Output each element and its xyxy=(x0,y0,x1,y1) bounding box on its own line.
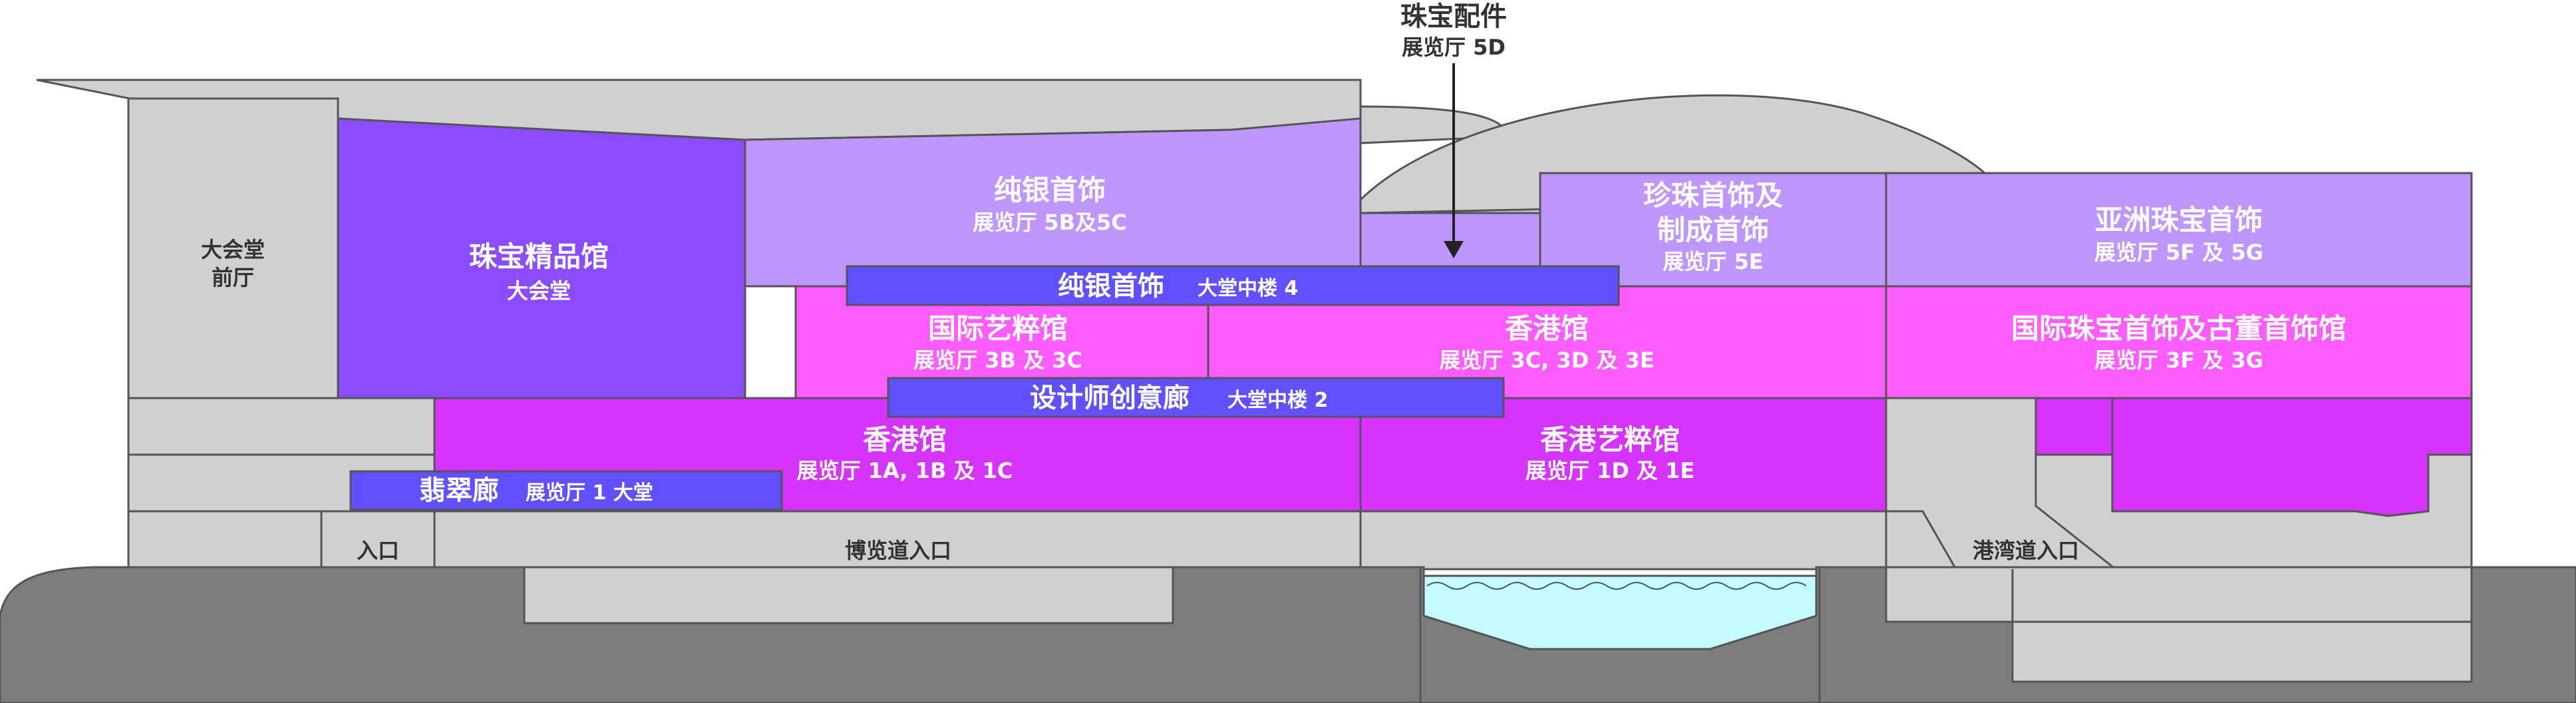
basement-right-1 xyxy=(1885,566,2473,623)
hk-pavilion-3-hall: 展览厅 3C, 3D 及 3E xyxy=(1439,348,1654,373)
harbour-road-entrance-label: 港湾道入口 xyxy=(1973,538,2079,563)
zone-right-small[interactable] xyxy=(2034,397,2114,456)
zone-asia[interactable] xyxy=(1885,172,2473,288)
hk-gallery-name: 香港艺粹馆 xyxy=(1540,423,1680,456)
boutique-hall: 大会堂 xyxy=(507,278,571,304)
silver-bar-name: 纯银首饰 xyxy=(1058,271,1164,302)
foyer-sub: 前厅 xyxy=(212,265,254,290)
expo-drive-block xyxy=(433,510,1362,569)
water xyxy=(1422,575,1818,650)
basement-right-2 xyxy=(2011,620,2473,683)
asia-hall: 展览厅 5F 及 5G xyxy=(2094,240,2263,265)
pearl-hall: 展览厅 5E xyxy=(1663,249,1763,274)
grey-block-1 xyxy=(127,397,436,456)
labels: 珠宝配件 展览厅 5D 大会堂 前厅 珠宝精品馆 大会堂 纯银首饰 展览厅 5B… xyxy=(201,1,2346,563)
expo-drive-entrance-label: 博览道入口 xyxy=(845,538,951,563)
pointer-arrow xyxy=(1444,63,1464,258)
jadeite-name: 翡翠廊 xyxy=(419,475,499,506)
title-hall: 展览厅 5D xyxy=(1402,35,1506,60)
intl-gallery-hall: 展览厅 3B 及 3C xyxy=(913,348,1082,373)
zone-intl-antique[interactable] xyxy=(1885,285,2473,399)
silver-upper-name: 纯银首饰 xyxy=(994,174,1106,206)
grey-block-3 xyxy=(127,510,323,569)
asia-name: 亚洲珠宝首饰 xyxy=(2095,204,2263,236)
hk-pavilion-3-name: 香港馆 xyxy=(1505,312,1589,345)
silver-upper-hall: 展览厅 5B及5C xyxy=(973,210,1127,235)
intl-antique-hall: 展览厅 3F 及 3G xyxy=(2094,348,2263,373)
jadeite-hall: 展览厅 1 大堂 xyxy=(526,481,653,505)
zone-right-large[interactable] xyxy=(2111,397,2473,517)
water-waves xyxy=(1426,582,1807,590)
banner-silver[interactable] xyxy=(846,265,1620,306)
arrow-head xyxy=(1444,241,1464,258)
hk-pavilion-1-name: 香港馆 xyxy=(863,423,947,456)
pearl-name-1: 珍珠首饰及 xyxy=(1643,179,1783,212)
banner-jadeite[interactable] xyxy=(349,470,783,511)
silver-bar-hall: 大堂中楼 4 xyxy=(1198,277,1298,300)
hk-gallery-hall: 展览厅 1D 及 1E xyxy=(1526,458,1694,483)
intl-antique-name: 国际珠宝首饰及古董首饰馆 xyxy=(2011,312,2346,345)
ground xyxy=(0,566,2576,703)
banner-designer[interactable] xyxy=(887,377,1505,418)
entrance-block xyxy=(320,510,436,569)
ramp-line xyxy=(1886,510,1957,570)
hk-pavilion-1-hall: 展览厅 1A, 1B 及 1C xyxy=(797,458,1013,483)
foyer-name: 大会堂 xyxy=(201,237,265,262)
designer-hall: 大堂中楼 2 xyxy=(1227,389,1328,412)
basement-left xyxy=(523,566,1174,624)
zone-silver-upper[interactable] xyxy=(744,117,1362,288)
designer-name: 设计师创意廊 xyxy=(1030,383,1190,413)
ground-floor xyxy=(320,510,1362,569)
main-entrance-label: 入口 xyxy=(357,538,399,563)
banners xyxy=(349,265,1620,511)
intl-gallery-name: 国际艺粹馆 xyxy=(928,312,1068,345)
title-name: 珠宝配件 xyxy=(1400,1,1507,32)
boutique-name: 珠宝精品馆 xyxy=(469,240,609,273)
pearl-name-2: 制成首饰 xyxy=(1657,214,1769,246)
